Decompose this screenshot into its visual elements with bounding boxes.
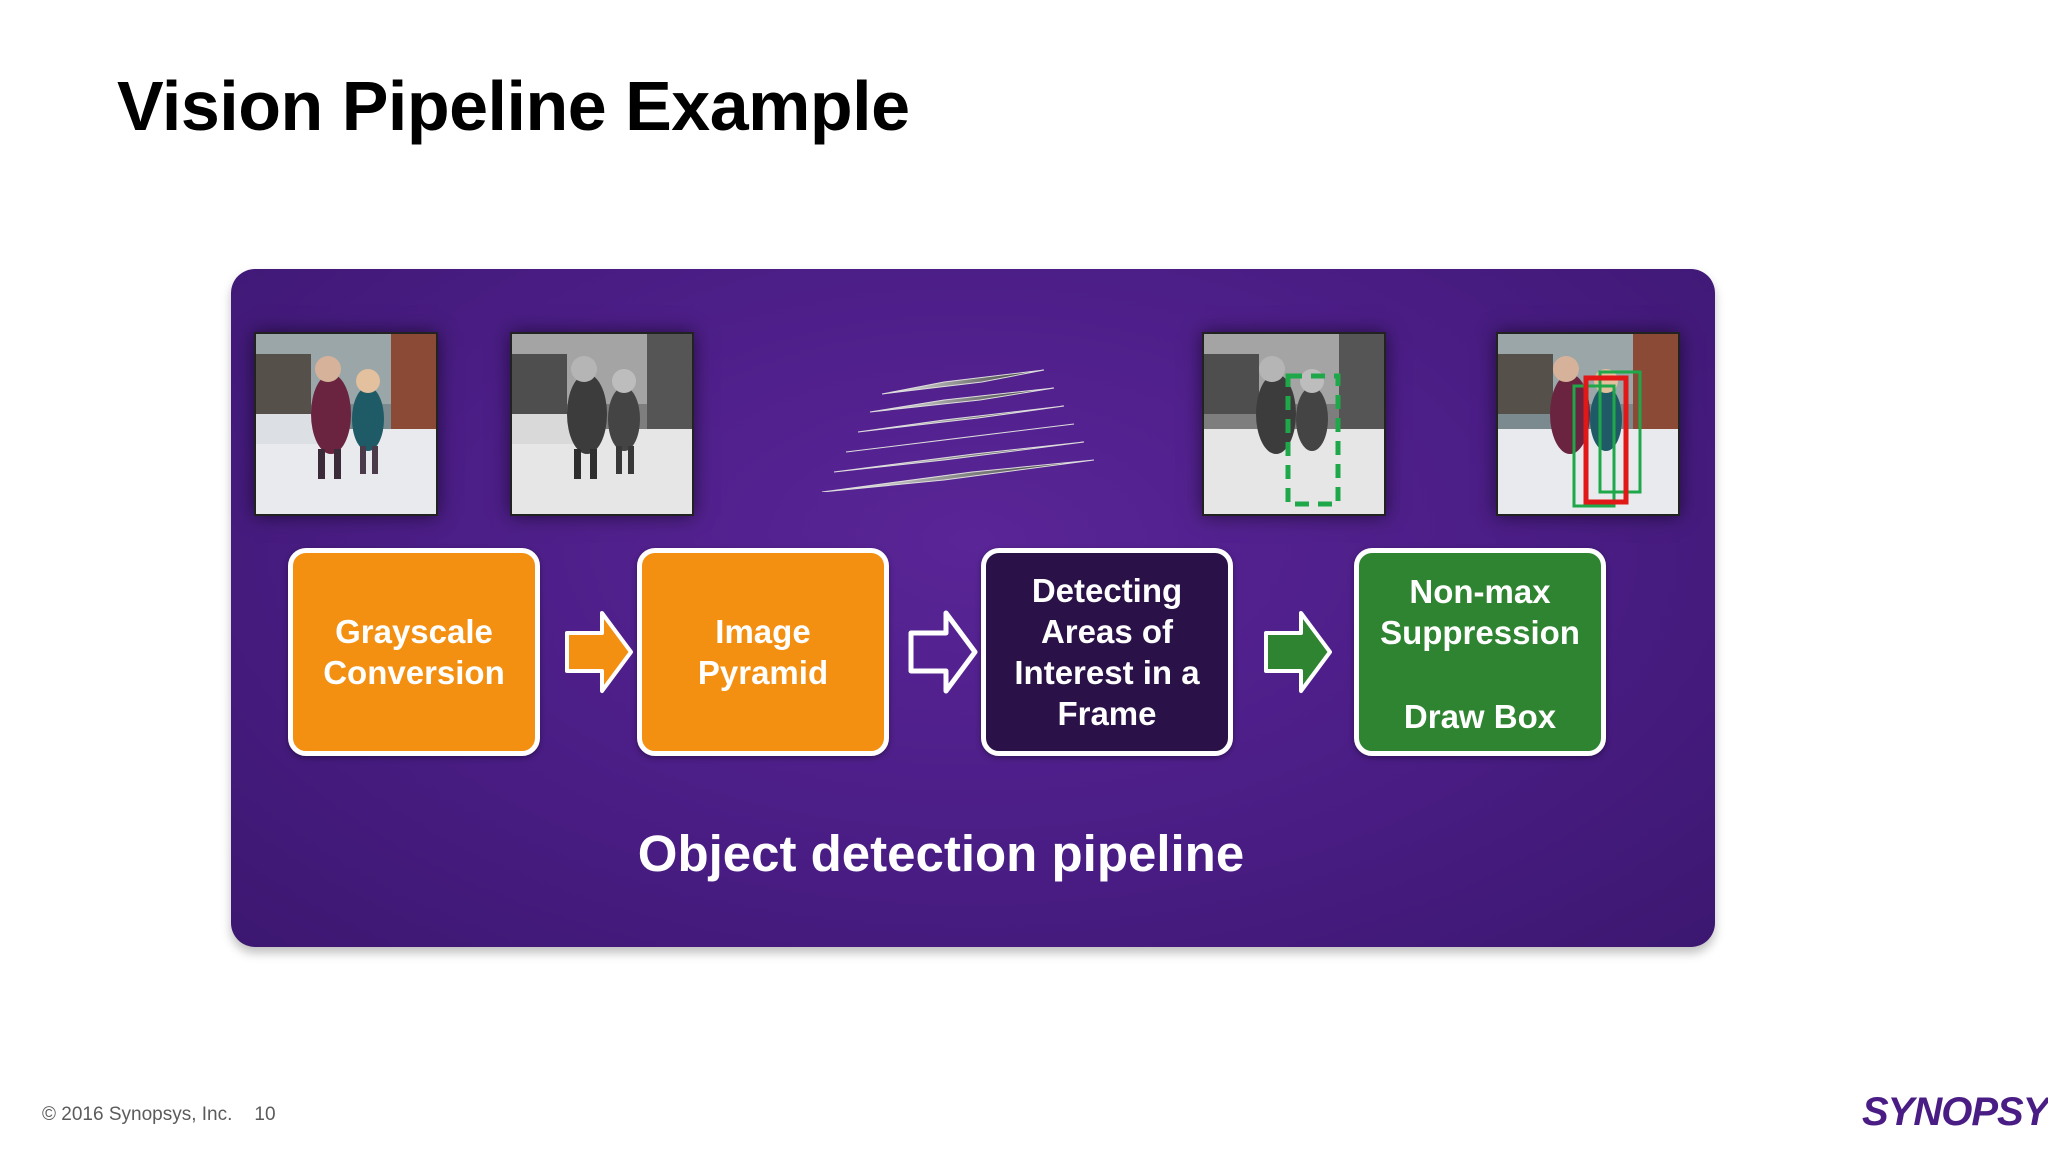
copyright-text: © 2016 Synopsys, Inc. — [42, 1104, 233, 1125]
image-pyramid-layers — [822, 369, 1094, 492]
step-label-top: Non-max Suppression — [1380, 573, 1580, 651]
pipeline-panel: Grayscale Conversion Image Pyramid Detec… — [231, 269, 1715, 947]
color-photo — [254, 332, 438, 516]
step-label: Detecting Areas of Interest in a Frame — [1014, 572, 1200, 732]
footer: © 2016 Synopsys, Inc. 10 — [42, 1104, 276, 1126]
step-detecting-areas: Detecting Areas of Interest in a Frame — [981, 548, 1233, 756]
page-number: 10 — [254, 1104, 276, 1125]
step-label-bottom: Draw Box — [1403, 698, 1557, 735]
arrow-right-icon — [908, 610, 978, 694]
logo-text: SYNOPSYS — [1862, 1090, 2048, 1134]
step-grayscale-conversion: Grayscale Conversion — [288, 548, 540, 756]
step-image-pyramid: Image Pyramid — [637, 548, 889, 756]
step-label: Image Pyramid — [697, 613, 829, 691]
result-photo — [1496, 332, 1680, 516]
step-label: Grayscale Conversion — [323, 613, 505, 691]
arrow-right-icon — [1264, 611, 1332, 693]
pipeline-caption: Object detection pipeline — [637, 825, 1245, 882]
step-non-max-suppression: Non-max Suppression Draw Box — [1354, 548, 1606, 756]
slide-title: Vision Pipeline Example — [117, 67, 910, 145]
detection-photo — [1202, 332, 1386, 516]
arrow-right-icon — [565, 611, 633, 693]
grayscale-photo — [510, 332, 694, 516]
synopsys-logo: SYNOPSYS® — [1862, 1090, 2048, 1135]
